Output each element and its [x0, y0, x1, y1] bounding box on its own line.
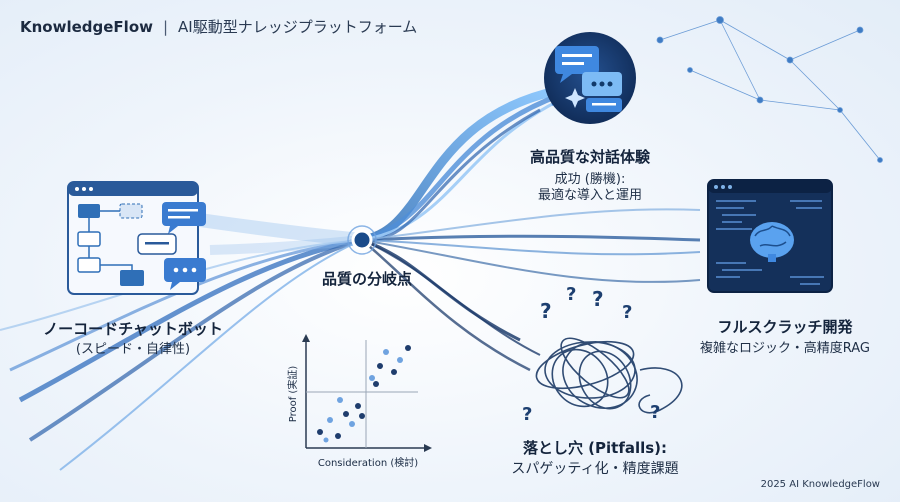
branch-point-label: 品質の分岐点 — [321, 270, 412, 288]
svg-text:?: ? — [650, 402, 660, 423]
header-tagline: AI駆動型ナレッジプラットフォーム — [178, 18, 418, 36]
scratch-streams — [361, 208, 701, 283]
footer-copyright: 2025 AI KnowledgeFlow — [760, 479, 880, 490]
success-subtitle-2: 最適な導入と運用 — [537, 188, 642, 203]
scratch-subtitle: 複雑なロジック・高精度RAG — [700, 341, 870, 356]
scatter-mini-chart: Proof (実証) Consideration (検討) — [286, 334, 432, 469]
branch-point-node — [351, 229, 373, 251]
header-separator: | — [162, 17, 169, 36]
header: KnowledgeFlow | AI駆動型ナレッジプラットフォーム — [20, 16, 417, 37]
nocode-window-icon — [67, 181, 206, 295]
scatter-x-label: Consideration (検討) — [318, 456, 418, 469]
nocode-subtitle: (スピード・自律性) — [75, 342, 191, 357]
svg-text:?: ? — [622, 302, 632, 323]
pitfall-streams — [361, 238, 541, 372]
brand-logo: KnowledgeFlow — [20, 17, 153, 36]
svg-text:?: ? — [592, 287, 604, 311]
code-brain-window-icon — [707, 179, 833, 293]
scratch-title: フルスクラッチ開発 — [717, 318, 853, 336]
scatter-y-label: Proof (実証) — [286, 366, 299, 423]
question-marks: ? ? ? ? ? ? — [522, 284, 660, 425]
pitfall-subtitle: スパゲッティ化・精度課題 — [511, 461, 679, 477]
nocode-title: ノーコードチャットボット — [43, 320, 223, 338]
pitfall-title: 落とし穴 (Pitfalls): — [522, 439, 668, 457]
tangle-scribble — [535, 337, 683, 414]
success-subtitle-1: 成功 (勝機): — [554, 172, 626, 187]
svg-text:?: ? — [540, 299, 552, 323]
chat-bubbles-icon — [544, 32, 636, 124]
success-title: 高品質な対話体験 — [529, 148, 650, 166]
network-decoration — [656, 16, 883, 163]
svg-text:?: ? — [522, 404, 532, 425]
svg-text:?: ? — [566, 284, 576, 305]
